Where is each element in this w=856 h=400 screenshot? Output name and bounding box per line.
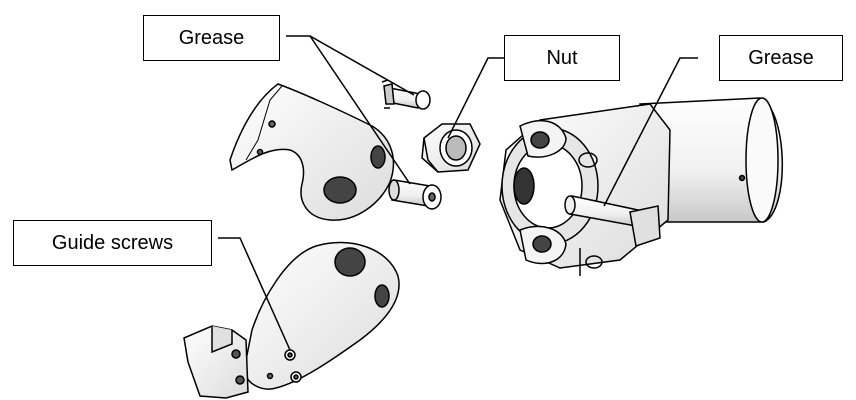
leader-grease-left bbox=[286, 35, 415, 96]
bushing-part bbox=[388, 179, 442, 210]
hex-nut-part bbox=[421, 123, 481, 173]
leader-grease-right bbox=[603, 57, 698, 207]
leader-lines bbox=[218, 35, 698, 351]
nut-label: Nut bbox=[504, 35, 620, 81]
leader-grease-left-branch bbox=[309, 35, 411, 185]
lower-jaw-part bbox=[243, 241, 400, 390]
upper-jaw-part bbox=[229, 83, 395, 221]
grease-label-left: Grease bbox=[143, 15, 280, 61]
grease-label-right: Grease bbox=[719, 35, 843, 81]
leader-nut bbox=[447, 57, 504, 139]
guide-screws-label: Guide screws bbox=[13, 220, 212, 266]
motor-head-assembly-part bbox=[499, 97, 784, 276]
leader-guide-screws bbox=[218, 237, 291, 351]
small-pin-part bbox=[381, 79, 431, 110]
blade-insert-part bbox=[183, 325, 249, 399]
